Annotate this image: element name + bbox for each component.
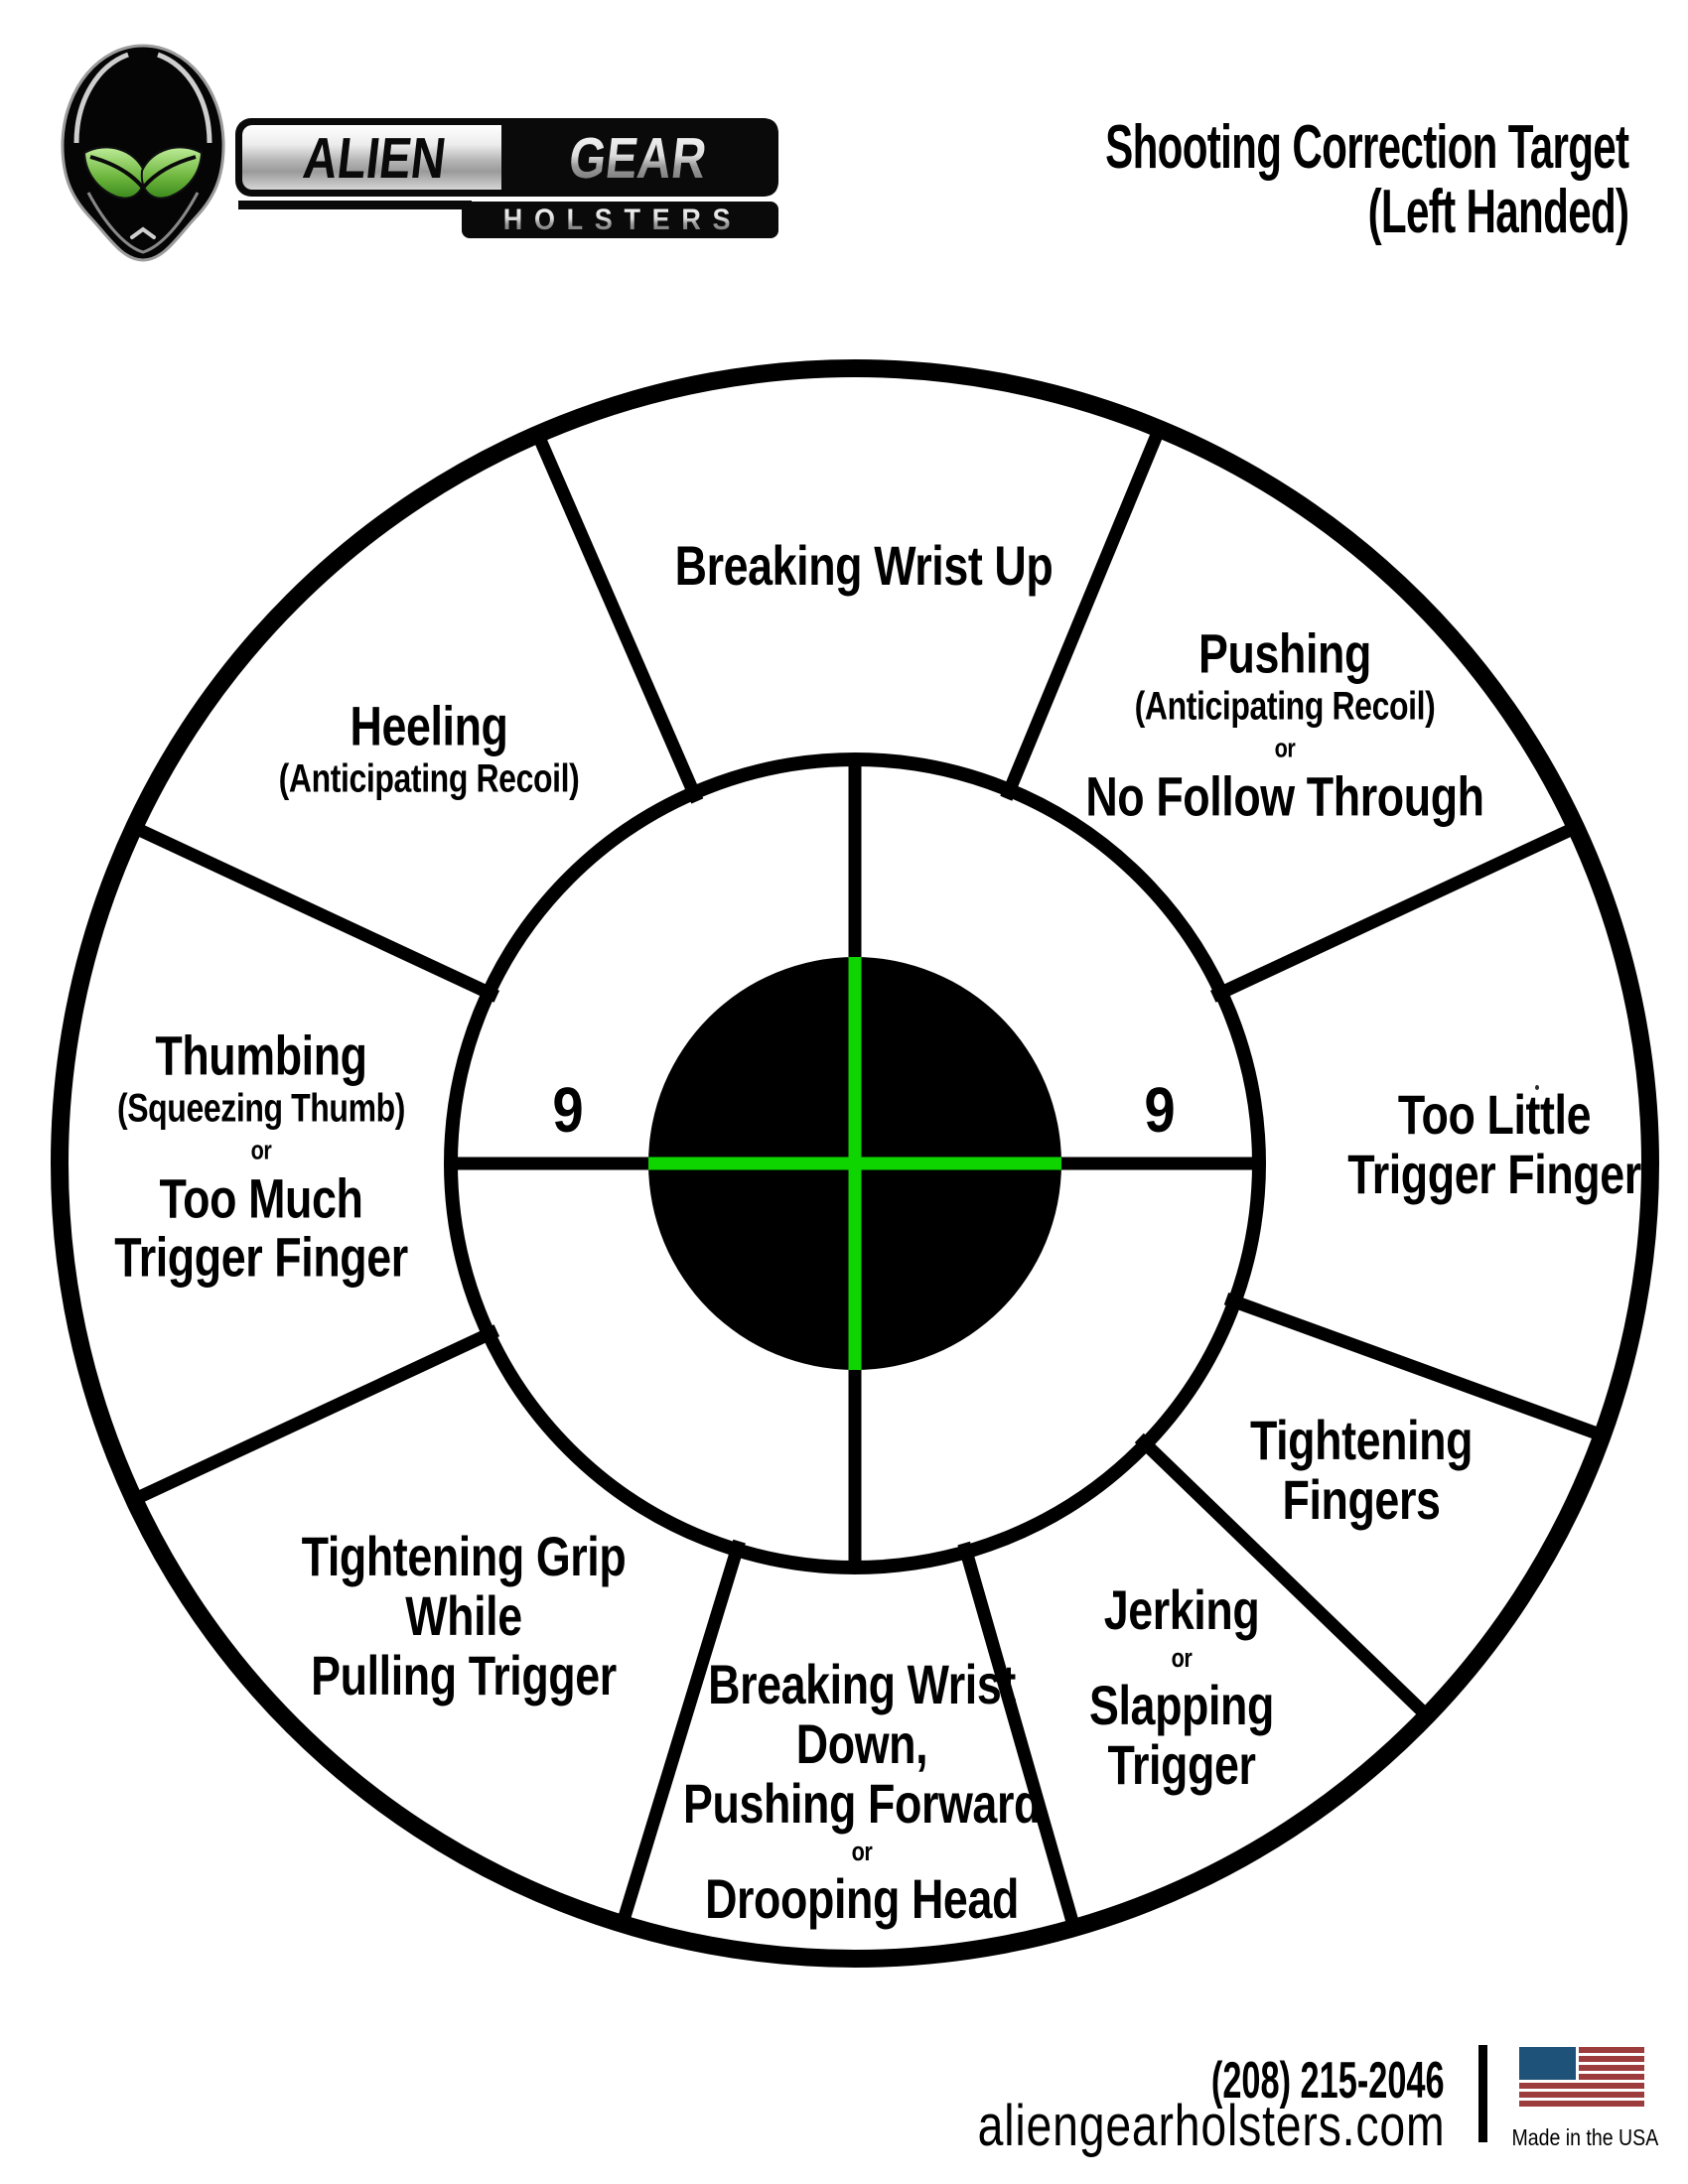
segment-label-line: Thumbing [155, 1024, 367, 1087]
segment-breaking-wrist-up: Breaking Wrist Up [675, 536, 1054, 596]
segment-too-little-trigger-finger: Too Little Trigger Finger [1347, 1085, 1641, 1204]
ring-score-right: 9 [1144, 1074, 1176, 1146]
logo-gear-text: GEAR [566, 127, 710, 191]
segment-label-line: Fingers [1282, 1468, 1441, 1531]
segment-label-line: No Follow Through [1085, 763, 1484, 827]
segment-label-line: (Squeezing Thumb) [116, 1086, 406, 1131]
segment-label-line: Too Much [159, 1165, 363, 1229]
segment-tightening-grip: Tightening Grip While Pulling Trigger [302, 1527, 627, 1706]
segment-label-line: (Anticipating Recoil) [278, 756, 580, 801]
aliengear-logo: ALIEN GEAR HOLSTERS [61, 44, 778, 262]
flag-stripe [1519, 2101, 1644, 2107]
segment-label-line: or [1171, 1642, 1193, 1673]
made-in-usa-label: Made in the USA [1511, 2124, 1659, 2150]
logo-gear-plate [501, 118, 778, 197]
segment-label-line: Pulling Trigger [311, 1643, 617, 1706]
segment-breaking-wrist-down: Breaking Wrist Down, Pushing Forward or … [683, 1655, 1041, 1929]
segment-label-line: Slapping [1089, 1674, 1274, 1737]
segment-label-line: Down, [795, 1711, 928, 1775]
page-title: Shooting Correction Target (Left Handed) [1104, 113, 1629, 247]
flag-stripe [1579, 2047, 1644, 2053]
footer-divider-bar [1478, 2045, 1487, 2142]
segment-divider [1134, 1433, 1436, 1724]
segment-label-line: Drooping Head [705, 1867, 1019, 1931]
segment-label-line: Breaking Wrist Up [674, 534, 1054, 598]
segment-divider [126, 1324, 500, 1508]
segment-heeling: Heeling (Anticipating Recoil) [279, 696, 580, 802]
segment-label-line: Trigger Finger [114, 1225, 408, 1289]
ink-speck [1535, 1085, 1539, 1090]
segment-divider [126, 819, 500, 1003]
flag-stripe [1579, 2056, 1644, 2062]
segment-label-line: Breaking Wrist [708, 1652, 1016, 1715]
page-title-line2: (Left Handed) [1367, 178, 1629, 247]
page-title-line1: Shooting Correction Target [1104, 113, 1629, 182]
segment-label-line: Pushing Forward [683, 1771, 1041, 1835]
segment-label-line: Jerking [1103, 1577, 1260, 1641]
logo-alien-text: ALIEN [300, 127, 449, 191]
segment-pushing-no-follow-through: Pushing (Anticipating Recoil) or No Foll… [1085, 621, 1484, 827]
segment-label-line: or [1274, 733, 1296, 763]
segment-label-line: Tightening [1249, 1409, 1474, 1472]
logo-holsters-plate [462, 202, 778, 238]
segment-divider [1223, 1293, 1610, 1443]
segment-label-line: Pushing [1198, 621, 1371, 685]
segment-tightening-fingers: Tightening Fingers [1249, 1409, 1474, 1531]
segment-divider [957, 1541, 1082, 1935]
segment-label-line: Trigger Finger [1347, 1143, 1641, 1205]
flag-stripe [1579, 2074, 1644, 2080]
flag-stripe [1579, 2065, 1644, 2071]
segment-thumbing: Thumbing (Squeezing Thumb) or Too Much T… [114, 1025, 408, 1287]
website-url: aliengearholsters.com [977, 2094, 1445, 2158]
flag-stripe [1519, 2092, 1644, 2098]
segment-label-line: While [405, 1584, 522, 1648]
segment-divider [615, 1539, 746, 1931]
segment-label-line: Trigger [1107, 1733, 1256, 1797]
segment-divider [1209, 819, 1584, 1003]
segment-divider [529, 427, 704, 804]
alien-head-icon [61, 44, 225, 262]
segment-label-line: Too Little [1397, 1083, 1592, 1147]
segment-label-line: (Anticipating Recoil) [1134, 684, 1436, 729]
logo-banner: ALIEN GEAR HOLSTERS [235, 118, 778, 238]
phone-number: (208) 215-2046 [1211, 2052, 1445, 2110]
segment-label-line: or [851, 1836, 873, 1866]
logo-holsters-text: HOLSTERS [503, 204, 742, 237]
outer-ring [51, 359, 1659, 1968]
flag-stripe [1519, 2083, 1644, 2089]
alien-mouth [130, 226, 156, 239]
us-flag-icon [1519, 2047, 1644, 2110]
segment-label-line: Heeling [350, 694, 508, 757]
segment-jerking-slapping-trigger: Jerking or Slapping Trigger [1089, 1580, 1274, 1795]
flag-canton [1519, 2047, 1576, 2080]
segment-label-line: or [250, 1135, 272, 1165]
ring-score-left: 9 [552, 1074, 584, 1146]
segment-divider [1000, 421, 1168, 801]
segment-label-line: Tightening Grip [301, 1525, 627, 1588]
